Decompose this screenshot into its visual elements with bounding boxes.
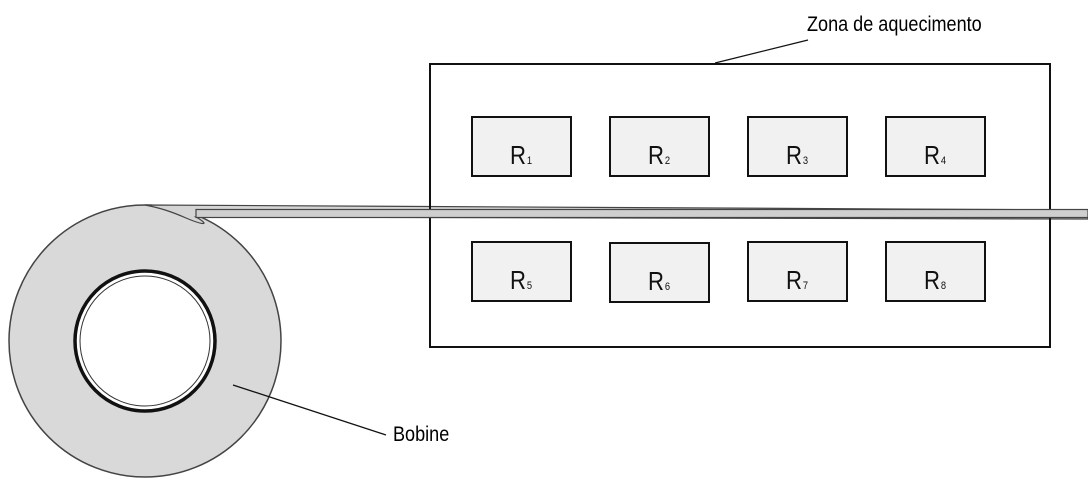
resistor-r7: R7 <box>747 241 848 302</box>
resistor-index: 1 <box>526 155 533 167</box>
resistor-letter: R <box>924 265 940 295</box>
resistor-index: 2 <box>664 155 671 167</box>
resistor-index: 6 <box>664 281 671 293</box>
resistor-index: 7 <box>802 280 809 292</box>
resistor-letter: R <box>648 140 664 170</box>
bobbin-core <box>73 269 217 413</box>
heating-zone-label: Zona de aquecimento <box>807 13 982 36</box>
resistor-r5: R5 <box>471 241 572 302</box>
resistor-letter: R <box>510 265 526 295</box>
bobbin-leader-line <box>232 384 387 436</box>
resistor-letter: R <box>648 266 664 296</box>
resistor-index: 3 <box>802 155 809 167</box>
resistor-index: 4 <box>940 155 947 167</box>
strip-through-zone <box>195 208 1088 219</box>
resistor-r8: R8 <box>885 241 986 302</box>
resistor-letter: R <box>786 140 802 170</box>
resistor-index: 8 <box>940 280 947 292</box>
resistor-r4: R4 <box>885 116 986 177</box>
bobbin-core-inner-ring <box>79 275 211 407</box>
heating-zone-box <box>429 63 1051 348</box>
resistor-r1: R1 <box>471 116 572 177</box>
resistor-letter: R <box>510 140 526 170</box>
resistor-r2: R2 <box>609 116 710 177</box>
resistor-index: 5 <box>526 280 533 292</box>
heating-zone-leader-line <box>714 39 809 64</box>
resistor-r6: R6 <box>609 242 710 303</box>
bobbin-label: Bobine <box>393 423 450 446</box>
resistor-letter: R <box>924 140 940 170</box>
resistor-letter: R <box>786 265 802 295</box>
resistor-r3: R3 <box>747 116 848 177</box>
